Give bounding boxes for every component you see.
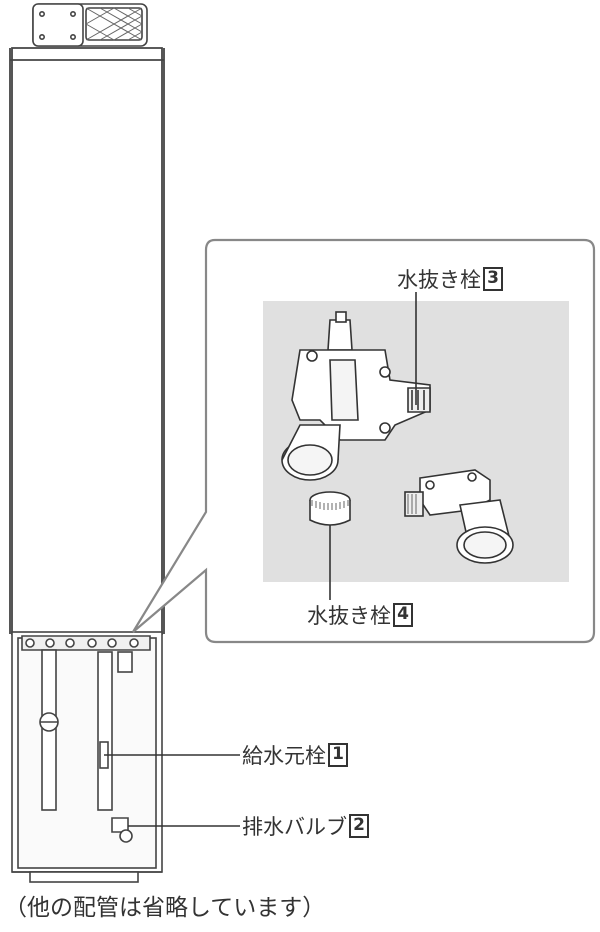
label-drain-plug-3-number: 3 — [483, 267, 503, 291]
label-supply-valve-1-number: 1 — [328, 743, 348, 767]
label-drain-valve-2-number: 2 — [349, 814, 369, 838]
water-heater-cabinet — [9, 47, 165, 635]
callout-frame — [132, 238, 596, 644]
drain-plug-cap-4 — [309, 491, 351, 526]
label-supply-valve-1-text: 給水元栓 — [242, 744, 326, 768]
top-vent — [32, 3, 148, 47]
drain-fitting-right — [404, 469, 514, 564]
label-drain-valve-2-text: 排水バルブ — [242, 815, 347, 839]
caption: （他の配管は省略しています） — [4, 895, 326, 921]
lower-piping-section — [11, 631, 240, 883]
label-drain-plug-3-text: 水抜き栓 — [397, 268, 481, 292]
label-drain-plug-4-number: 4 — [393, 603, 413, 627]
drain-plug-assembly-3 — [281, 311, 431, 481]
label-drain-plug-4-text: 水抜き栓 — [307, 604, 391, 628]
